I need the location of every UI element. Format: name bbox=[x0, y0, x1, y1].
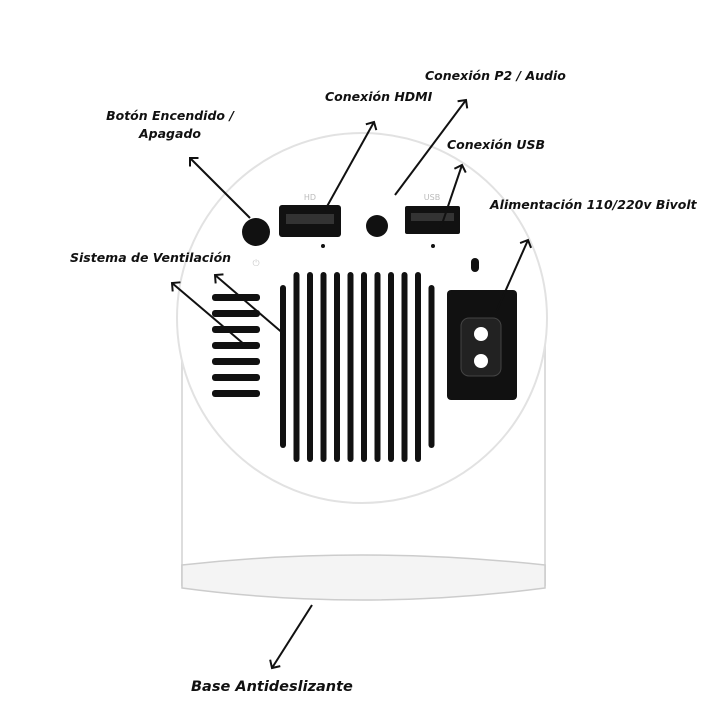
vent-slot bbox=[307, 272, 313, 462]
vent-slot bbox=[415, 272, 421, 462]
label-power-button-line1: Botón Encendido / bbox=[106, 108, 234, 123]
label-ventilation: Sistema de Ventilación bbox=[70, 250, 232, 265]
vent-slot bbox=[374, 272, 381, 462]
label-hdmi: Conexión HDMI bbox=[325, 89, 433, 104]
main-vents bbox=[280, 272, 435, 462]
vent-slot bbox=[293, 272, 300, 462]
audio-jack bbox=[366, 215, 388, 237]
label-power-button: Botón Encendido / Apagado bbox=[100, 108, 240, 141]
vent-slot bbox=[347, 272, 354, 462]
annotation-arrows bbox=[170, 98, 532, 670]
label-usb: Conexión USB bbox=[447, 137, 546, 152]
vent-slot bbox=[428, 285, 435, 448]
label-base: Base Antideslizante bbox=[191, 679, 353, 695]
power-button bbox=[242, 218, 270, 246]
vent-slot bbox=[388, 272, 394, 462]
power-socket bbox=[447, 290, 517, 400]
side-vents bbox=[212, 294, 260, 397]
vent-slot bbox=[334, 272, 340, 462]
power-symbol: ⏻ bbox=[252, 258, 259, 269]
usb-mark: USB bbox=[424, 193, 440, 202]
label-power-supply: Alimentación 110/220v Bivolt bbox=[490, 197, 697, 212]
vent-slot bbox=[280, 285, 286, 448]
hdmi-mark: HD bbox=[304, 193, 316, 202]
vent-slot bbox=[320, 272, 327, 462]
label-power-button-line2: Apagado bbox=[139, 126, 201, 141]
vent-slot bbox=[401, 272, 408, 462]
vent-slot bbox=[361, 272, 367, 462]
label-audio: Conexión P2 / Audio bbox=[425, 68, 566, 83]
